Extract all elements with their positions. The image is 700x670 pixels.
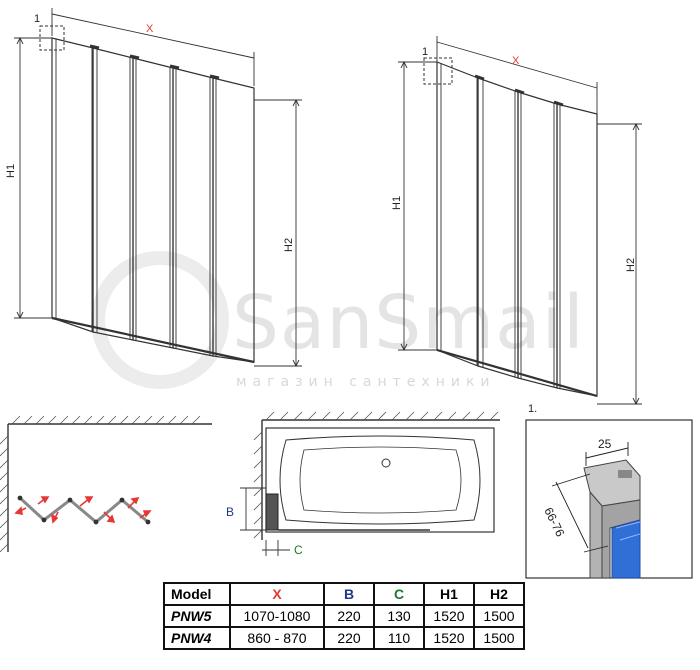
header-h1: H1 [423, 582, 475, 606]
table-row: PNW4 860 - 870 220 110 1520 1500 [163, 626, 525, 650]
cell-h2: 1500 [473, 604, 525, 628]
left-x-label: X [146, 23, 154, 35]
cell-h1: 1520 [423, 626, 475, 650]
header-h2: H2 [473, 582, 525, 606]
cell-model: PNW4 [163, 626, 231, 650]
right-h2-dimension [597, 123, 642, 405]
hinge-points [17, 495, 151, 525]
folding-arrows [14, 496, 152, 524]
header-x: X [229, 582, 325, 606]
left-h2-label: H2 [283, 238, 295, 252]
b-label: B [226, 505, 234, 519]
right-x-dimension [436, 36, 598, 114]
watermark-brand: SanSmail [232, 280, 585, 366]
folding-plan-diagram [0, 415, 212, 553]
header-b: B [323, 582, 375, 606]
detail-width-label: 25 [598, 437, 612, 451]
left-x-dimension [51, 8, 255, 86]
cell-x: 1070-1080 [229, 604, 325, 628]
cell-c: 110 [373, 626, 425, 650]
left-detail-number: 1 [34, 13, 40, 25]
left-screen-diagram: 1 X H1 H2 [5, 8, 302, 368]
folded-panels [18, 496, 149, 524]
watermark: SanSmail магазин сантехники [91, 251, 585, 390]
folded-screen-block [265, 493, 279, 531]
left-h2-dimension [254, 99, 302, 367]
bathtub-outline [265, 427, 495, 533]
cell-h1: 1520 [423, 604, 475, 628]
table-header-row: Model X B C H1 H2 [163, 582, 525, 606]
left-h1-label: H1 [5, 164, 17, 178]
right-screen-diagram: 1 X H1 H2 [391, 36, 642, 406]
spec-table: Model X B C H1 H2 PNW5 1070-1080 220 130… [163, 582, 525, 650]
right-detail-number: 1 [422, 46, 428, 58]
left-screen-panels [51, 37, 255, 364]
glass-panel [611, 519, 641, 579]
header-model: Model [163, 582, 231, 606]
bathtub-inner [279, 435, 481, 525]
c-label: C [294, 543, 303, 557]
cell-c: 130 [373, 604, 425, 628]
detail-title: 1. [528, 403, 537, 415]
profile-detail: 1. 25 66-76 [525, 403, 693, 579]
watermark-logo-icon [91, 251, 229, 389]
table-row: PNW5 1070-1080 220 130 1520 1500 [163, 604, 525, 628]
left-h1-dimension [14, 37, 52, 319]
right-h2-label: H2 [625, 258, 637, 272]
cell-x: 860 - 870 [229, 626, 325, 650]
drain-icon [381, 458, 391, 468]
right-x-label: X [512, 55, 520, 67]
bathtub-plan-diagram: B C [226, 411, 500, 557]
cell-h2: 1500 [473, 626, 525, 650]
cell-b: 220 [323, 604, 375, 628]
cell-b: 220 [323, 626, 375, 650]
watermark-tagline: магазин сантехники [236, 374, 496, 390]
right-screen-panels [436, 61, 598, 398]
header-c: C [373, 582, 425, 606]
right-h1-label: H1 [391, 196, 403, 210]
cell-model: PNW5 [163, 604, 231, 628]
right-detail-marker [423, 57, 453, 85]
